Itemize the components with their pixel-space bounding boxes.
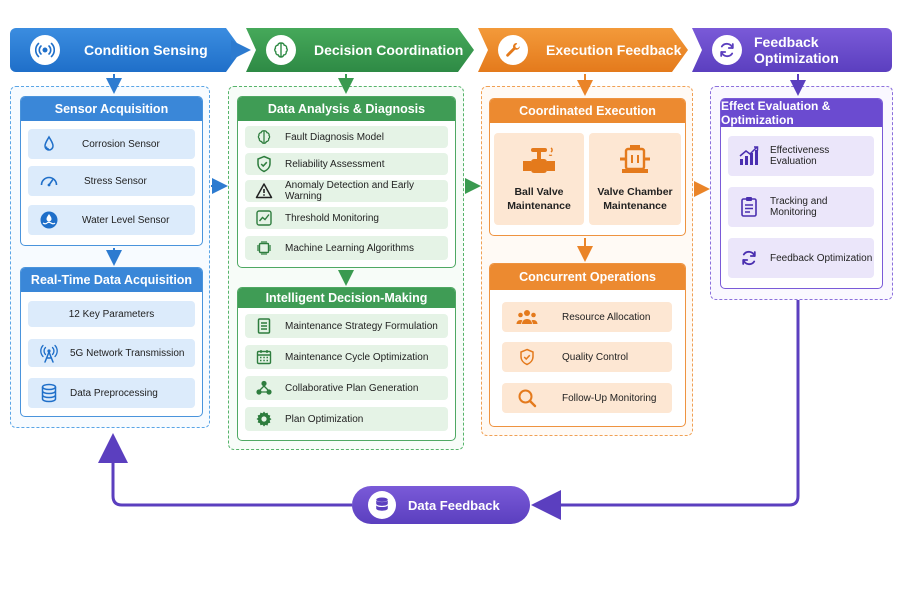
list-item-tracking-monitoring: Tracking and Monitoring [728, 187, 874, 227]
droplet-icon [38, 133, 60, 155]
list-item-plan-optimization: Plan Optimization [245, 407, 448, 431]
item-label-line2: Maintenance [603, 200, 667, 212]
list-item-reliability-assessment: Reliability Assessment [245, 153, 448, 175]
wrench-icon [498, 35, 528, 65]
item-label: Stress Sensor [84, 175, 147, 187]
chamber-icon [618, 143, 652, 177]
line-chart-icon [253, 207, 275, 229]
list-item-data-preprocessing: Data Preprocessing [28, 378, 195, 408]
item-label-line2: Maintenance [507, 200, 571, 212]
item-label: Effectiveness Evaluation [770, 145, 830, 167]
database-icon [38, 382, 60, 404]
list-item-effectiveness-evaluation: Effectiveness Evaluation [728, 136, 874, 176]
list-item-follow-up-monitoring: Follow-Up Monitoring [502, 383, 672, 413]
document-icon [253, 315, 275, 337]
phase-banner-condition-sensing: Condition Sensing [10, 28, 242, 72]
list-item-resource-allocation: Resource Allocation [502, 302, 672, 332]
valve-chamber-maintenance: Valve Chamber Maintenance [589, 133, 681, 225]
list-item-threshold-monitoring: Threshold Monitoring [245, 207, 448, 229]
feedback-loop-left [98, 433, 352, 507]
ball-valve-maintenance: Ball Valve Maintenance [494, 133, 584, 225]
phase-label: Condition Sensing [84, 42, 208, 58]
panel-title: Effect Evaluation & Optimization [721, 99, 882, 127]
magnifier-icon [516, 387, 538, 409]
panel-title: Intelligent Decision-Making [238, 288, 455, 308]
phase-label: Decision Coordination [314, 42, 464, 58]
list-item-feedback-optimization: Feedback Optimization [728, 238, 874, 278]
brain-icon [266, 35, 296, 65]
shield-icon [516, 346, 538, 368]
list-item-anomaly-detection: Anomaly Detection and Early Warning [245, 180, 448, 202]
database-icon [368, 491, 396, 519]
item-label-line1: Valve Chamber [597, 186, 673, 198]
item-label: Quality Control [562, 351, 629, 363]
phase-banner-feedback-optimization: Feedback Optimization [692, 28, 892, 72]
network-icon [253, 377, 275, 399]
shield-icon [253, 153, 275, 175]
item-label: 5G Network Transmission [70, 347, 185, 359]
gear-icon [253, 408, 275, 430]
phase-banner-execution-feedback: Execution Feedback [478, 28, 688, 72]
phase-label: Execution Feedback [546, 42, 682, 58]
brain-icon [253, 126, 275, 148]
antenna-icon [38, 342, 60, 364]
item-label: Plan Optimization [285, 413, 364, 425]
list-item-stress-sensor: Stress Sensor [28, 166, 195, 196]
list-item-quality-control: Quality Control [502, 342, 672, 372]
item-label: 12 Key Parameters [68, 308, 155, 320]
clipboard-icon [738, 196, 760, 218]
list-item-fault-diagnosis: Fault Diagnosis Model [245, 126, 448, 148]
data-feedback-label: Data Feedback [408, 497, 500, 513]
list-item-machine-learning: Machine Learning Algorithms [245, 236, 448, 260]
item-label-line1: Ball Valve [514, 186, 564, 198]
bar-chart-icon [738, 145, 760, 167]
panel-title: Coordinated Execution [490, 99, 685, 123]
item-label: Maintenance Cycle Optimization [285, 351, 429, 363]
warning-icon [253, 180, 275, 202]
refresh-icon [738, 247, 760, 269]
item-label: Feedback Optimization [770, 252, 873, 264]
panel-title: Sensor Acquisition [21, 97, 202, 121]
item-label: Maintenance Strategy Formulation [285, 320, 438, 332]
list-item-water-level-sensor: Water Level Sensor [28, 205, 195, 235]
water-level-icon [38, 209, 60, 231]
item-label: Corrosion Sensor [82, 138, 160, 150]
item-label: Fault Diagnosis Model [285, 131, 384, 143]
item-label: Reliability Assessment [285, 158, 385, 170]
item-label: Data Preprocessing [70, 387, 158, 399]
list-item-maintenance-strategy: Maintenance Strategy Formulation [245, 314, 448, 338]
panel-title: Real-Time Data Acquisition [21, 268, 202, 292]
calendar-icon [253, 346, 275, 368]
gauge-icon [38, 170, 60, 192]
list-item-12-key-parameters: 12 Key Parameters [28, 301, 195, 327]
phase-banner-decision-coordination: Decision Coordination [246, 28, 474, 72]
signal-icon [30, 35, 60, 65]
people-icon [516, 306, 538, 328]
item-label: Collaborative Plan Generation [285, 382, 419, 394]
panel-title: Concurrent Operations [490, 264, 685, 290]
list-item-corrosion-sensor: Corrosion Sensor [28, 129, 195, 159]
item-label: Water Level Sensor [82, 214, 170, 226]
item-label: Follow-Up Monitoring [562, 392, 657, 404]
list-item-maintenance-cycle: Maintenance Cycle Optimization [245, 345, 448, 369]
refresh-icon [712, 35, 742, 65]
valve-icon [521, 143, 557, 177]
item-label: Machine Learning Algorithms [285, 242, 414, 254]
item-label: Threshold Monitoring [285, 212, 379, 224]
phase-label: Feedback Optimization [754, 34, 839, 66]
item-label: Resource Allocation [562, 311, 651, 323]
data-feedback-pill: Data Feedback [352, 486, 530, 524]
item-label: Anomaly Detection and Early Warning [285, 180, 414, 202]
item-label: Tracking and Monitoring [770, 196, 828, 218]
panel-title: Data Analysis & Diagnosis [238, 97, 455, 121]
list-item-5g-transmission: 5G Network Transmission [28, 339, 195, 367]
chip-icon [253, 237, 275, 259]
list-item-collaborative-plan: Collaborative Plan Generation [245, 376, 448, 400]
